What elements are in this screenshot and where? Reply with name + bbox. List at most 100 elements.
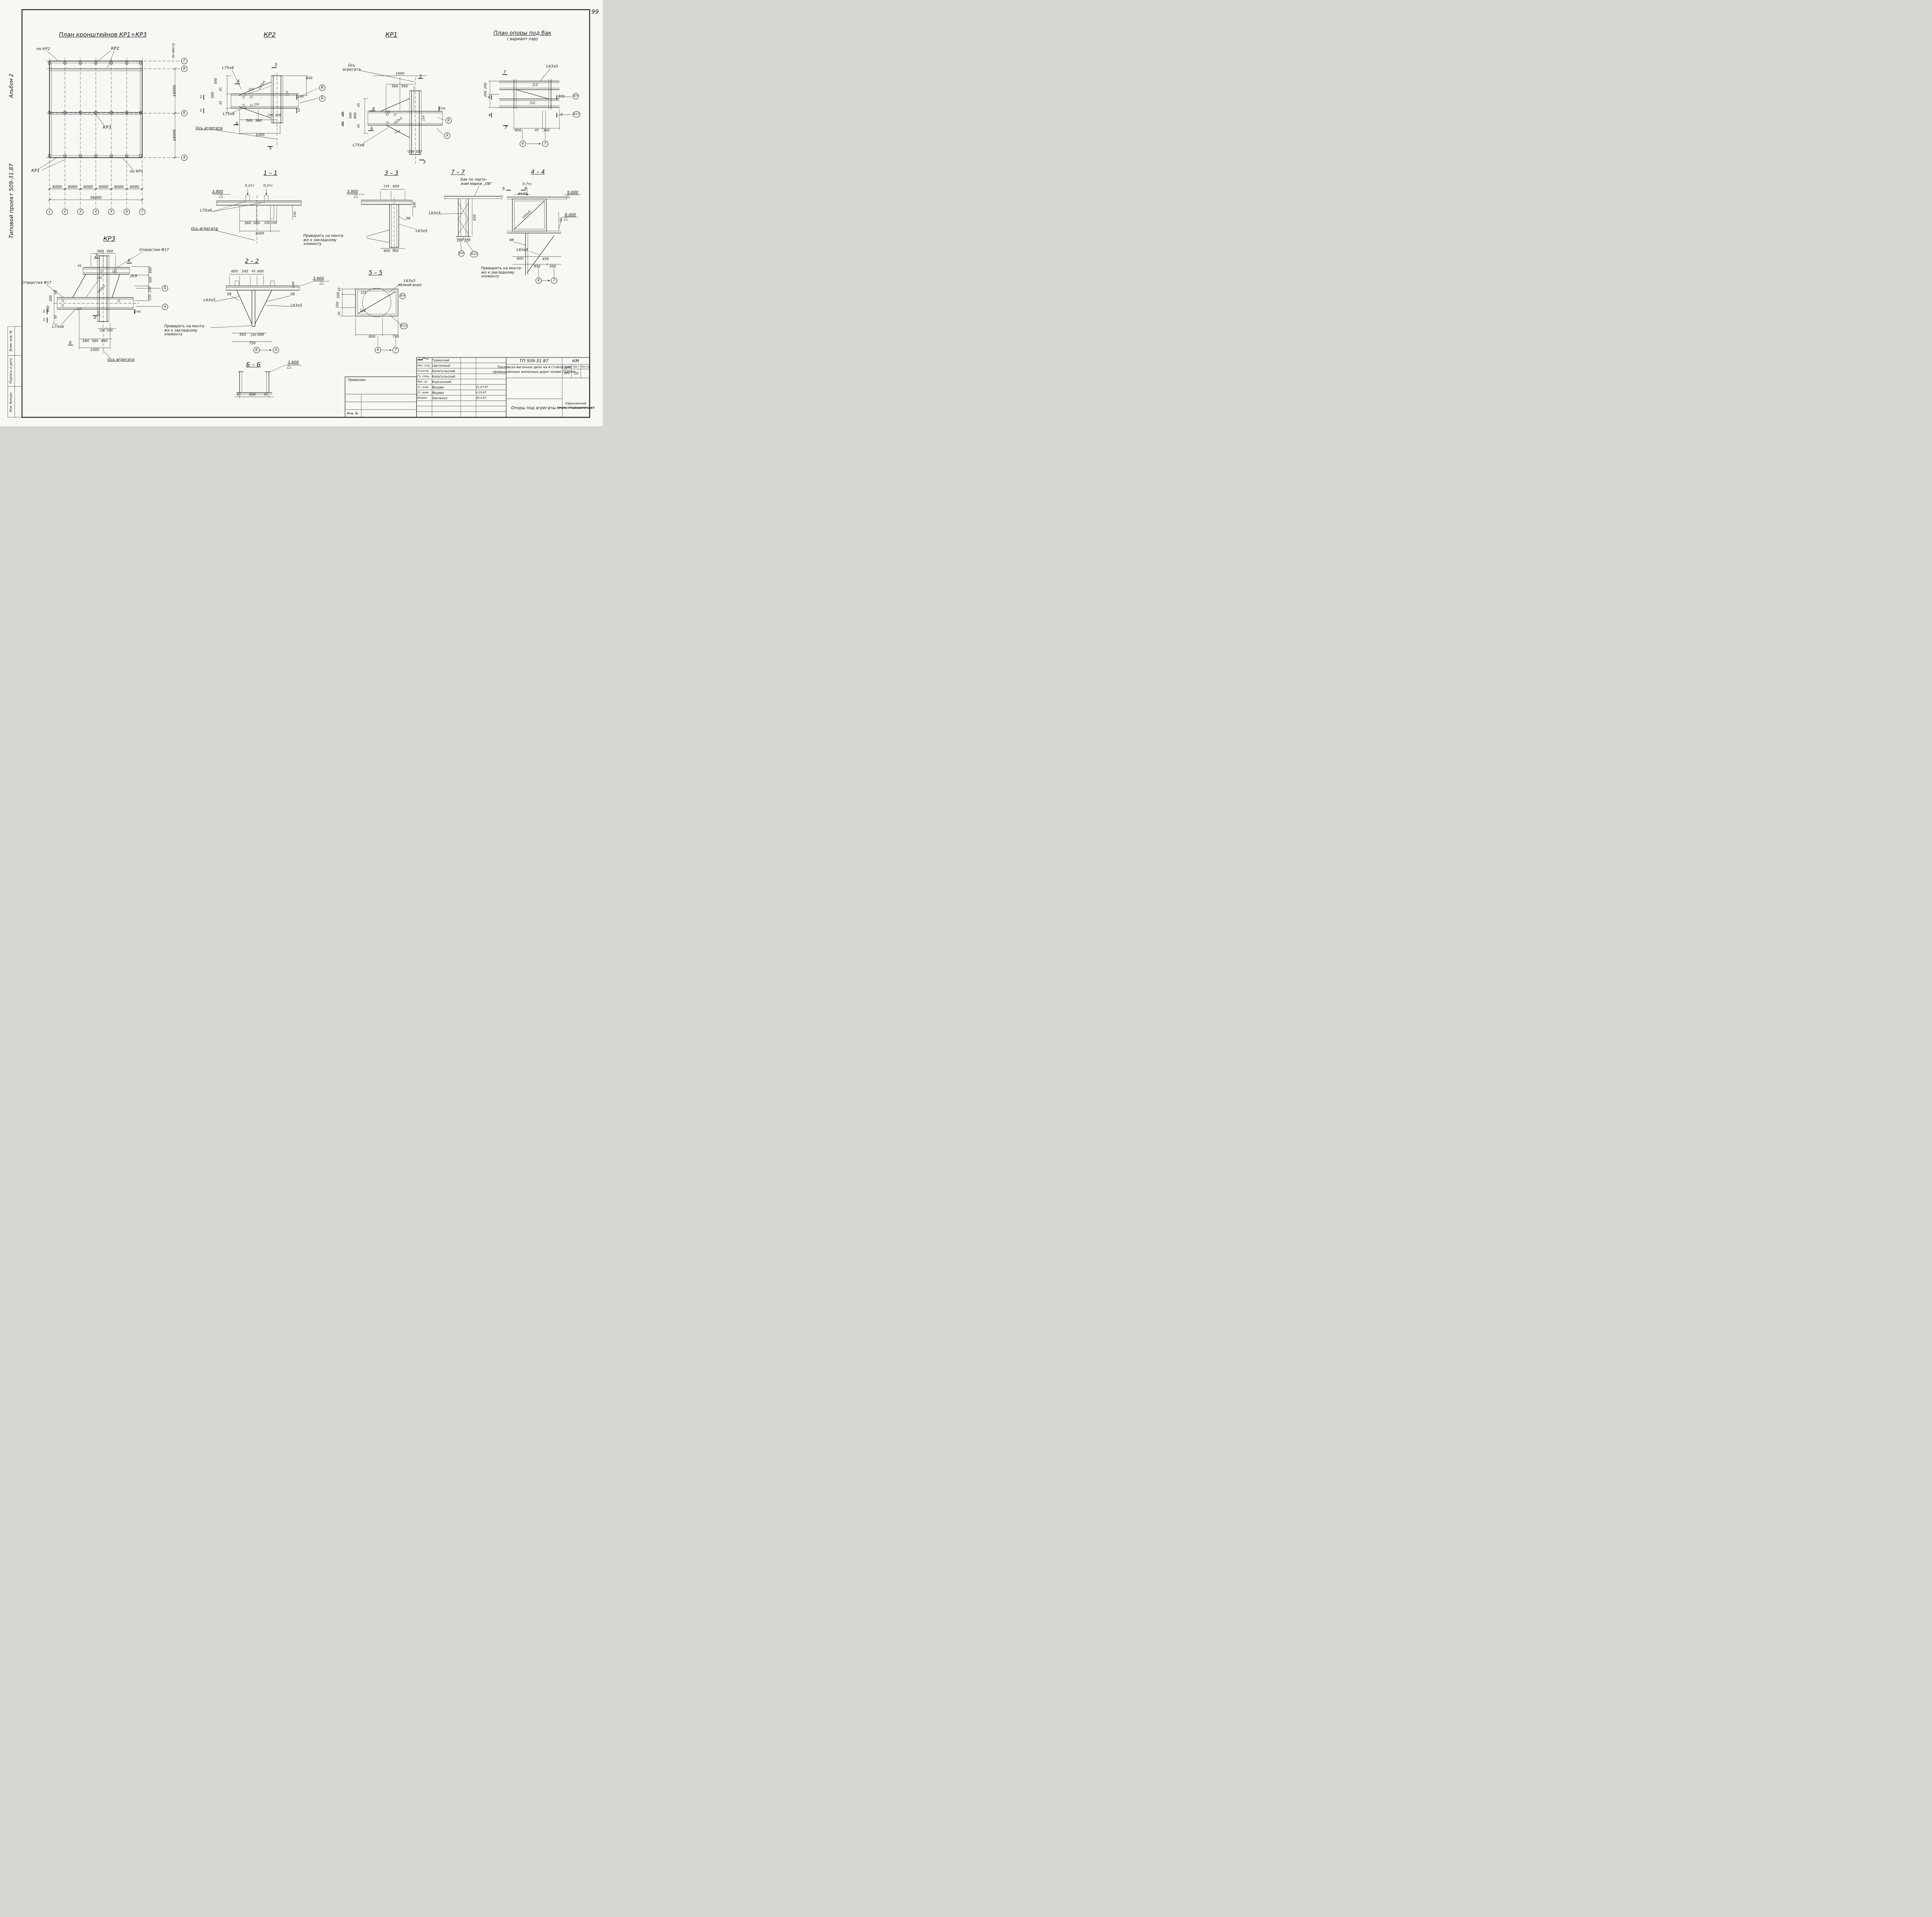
grid-bubble: 4 <box>93 209 99 215</box>
dim-label: [14 <box>248 87 254 91</box>
dim-label: Ось агрегата <box>342 63 361 72</box>
sheets-label: Листов <box>580 365 590 368</box>
dim-label: 1 <box>199 95 202 99</box>
dim-label: 6000 <box>83 185 93 189</box>
dim-label: [14 <box>97 276 102 280</box>
dim-label: 560 <box>255 119 262 123</box>
grid-bubble: Б <box>319 95 325 102</box>
margin-label: Альбом 2 <box>9 73 15 98</box>
dim-label: 200 <box>275 113 281 117</box>
dim-label: 560 <box>401 84 408 88</box>
view-title: КР2 <box>264 31 276 39</box>
view-title: КР3 <box>103 235 116 243</box>
view-title: 2 – 2 <box>245 257 259 265</box>
annotation-label: Приварить на монта- же к закладному элем… <box>481 266 522 279</box>
grid-bubble: В <box>181 66 187 72</box>
grid-bubble: 6 <box>520 141 526 147</box>
signer-name: Ярцева <box>432 391 444 395</box>
grid-bubble: 7 <box>393 347 399 353</box>
signer-role: ГИП <box>417 359 423 362</box>
dim-label: 600 <box>517 257 524 261</box>
dim-label: ( вариант пар) <box>507 37 538 42</box>
signer-name: Капитульский <box>432 369 455 373</box>
dim-label: 6000 <box>68 185 78 189</box>
section-5-5-lines <box>341 283 402 351</box>
grid-bubble: Б/4 <box>573 93 579 99</box>
dim-label: 450 <box>542 257 549 261</box>
dim-label: 200 <box>337 292 341 299</box>
signer-role: Инжен. <box>417 396 428 400</box>
signer-row: Н.контр.Капитульский <box>417 358 506 374</box>
dim-label: 140 <box>293 211 297 218</box>
dim-label: 200 <box>484 82 488 89</box>
dim-label: 6000 <box>52 185 62 189</box>
dim-label: [12 <box>529 101 536 105</box>
dim-label: [12 <box>532 83 538 87</box>
tank-support-plan-lines <box>488 68 571 145</box>
dim-label: L63х5 <box>403 279 416 283</box>
dim-label: [14 <box>114 268 117 274</box>
dim-label: 5 <box>269 145 272 151</box>
dim-label: L63х5 <box>203 298 216 303</box>
dim-label: [14 <box>254 102 259 106</box>
level-label: 8.400 <box>565 213 576 217</box>
dim-label: 200 <box>464 239 471 243</box>
dim-label: 45 <box>534 128 539 132</box>
level-label: Ось агрегата <box>107 357 134 362</box>
dim-label: Б <box>372 107 375 111</box>
signer-role: Нач. отд. <box>417 364 430 367</box>
dim-label: 690 <box>354 112 358 119</box>
dim-label: [14 <box>285 91 289 96</box>
signer-name: Капитульский <box>432 374 455 378</box>
signer-row: Рук. гр.Корсунский <box>417 358 506 384</box>
level-label: Ось агрегата <box>196 126 223 131</box>
dim-label: 600 <box>257 333 264 337</box>
stage-value: РП <box>564 372 570 376</box>
inventory-number-label: Инв. № <box>347 412 359 415</box>
dim-label: [14 <box>385 110 390 114</box>
dim-label: 4 <box>487 95 490 100</box>
dim-label: 45 <box>54 315 58 319</box>
dim-label: L75х6 <box>222 66 234 70</box>
dim-label: 1000 <box>395 71 405 76</box>
dim-label: 500 <box>49 295 53 302</box>
dim-label: Отверстия Ф17 <box>22 281 52 285</box>
grid-bubble: Б <box>253 347 260 353</box>
dim-label: 100 <box>267 113 274 117</box>
dim-label: 7 <box>503 69 506 75</box>
dim-label: 300 <box>549 264 556 269</box>
grid-bubble: 1 <box>46 209 53 215</box>
signer-date: 21.07.87 <box>476 386 488 389</box>
dim-label: L63х5 <box>290 303 303 308</box>
dim-label: 45 <box>219 100 223 105</box>
section-2-2-lines <box>210 274 329 351</box>
signer-date: 30.4.87 <box>476 396 486 400</box>
annotation-label: Приварить на монта- же к закладному элем… <box>303 234 345 247</box>
grid-bubble: В <box>319 85 325 91</box>
signer-role: Рук. гр. <box>417 380 428 383</box>
signature-icon <box>417 358 429 361</box>
dim-label: Ф940 <box>517 192 527 196</box>
dim-label: L63х5 <box>522 210 532 219</box>
dim-label: 1 <box>43 318 46 322</box>
dim-label: 3 <box>423 159 426 165</box>
grid-bubble: 3 <box>77 209 83 215</box>
dim-label: 250 <box>336 301 340 308</box>
dim-label: 3 <box>274 62 277 67</box>
margin-label: Инв. №подл. <box>9 391 13 412</box>
signer-name: Светичный <box>432 364 450 367</box>
dim-label: 1 <box>199 108 202 113</box>
dim-label: 545 <box>242 269 248 274</box>
grid-bubble: 5 <box>108 209 114 215</box>
grid-bubble: Б/4 <box>400 293 406 299</box>
dim-label: 58 <box>290 292 295 296</box>
signer-role: Гл. спец. <box>417 375 430 378</box>
dim-label: [12 <box>360 309 366 313</box>
dim-label: 2 <box>95 253 98 258</box>
margin-label: Подпись и дата <box>9 358 13 384</box>
section-1-1-lines <box>211 189 302 243</box>
dim-label: 1 <box>43 309 46 314</box>
